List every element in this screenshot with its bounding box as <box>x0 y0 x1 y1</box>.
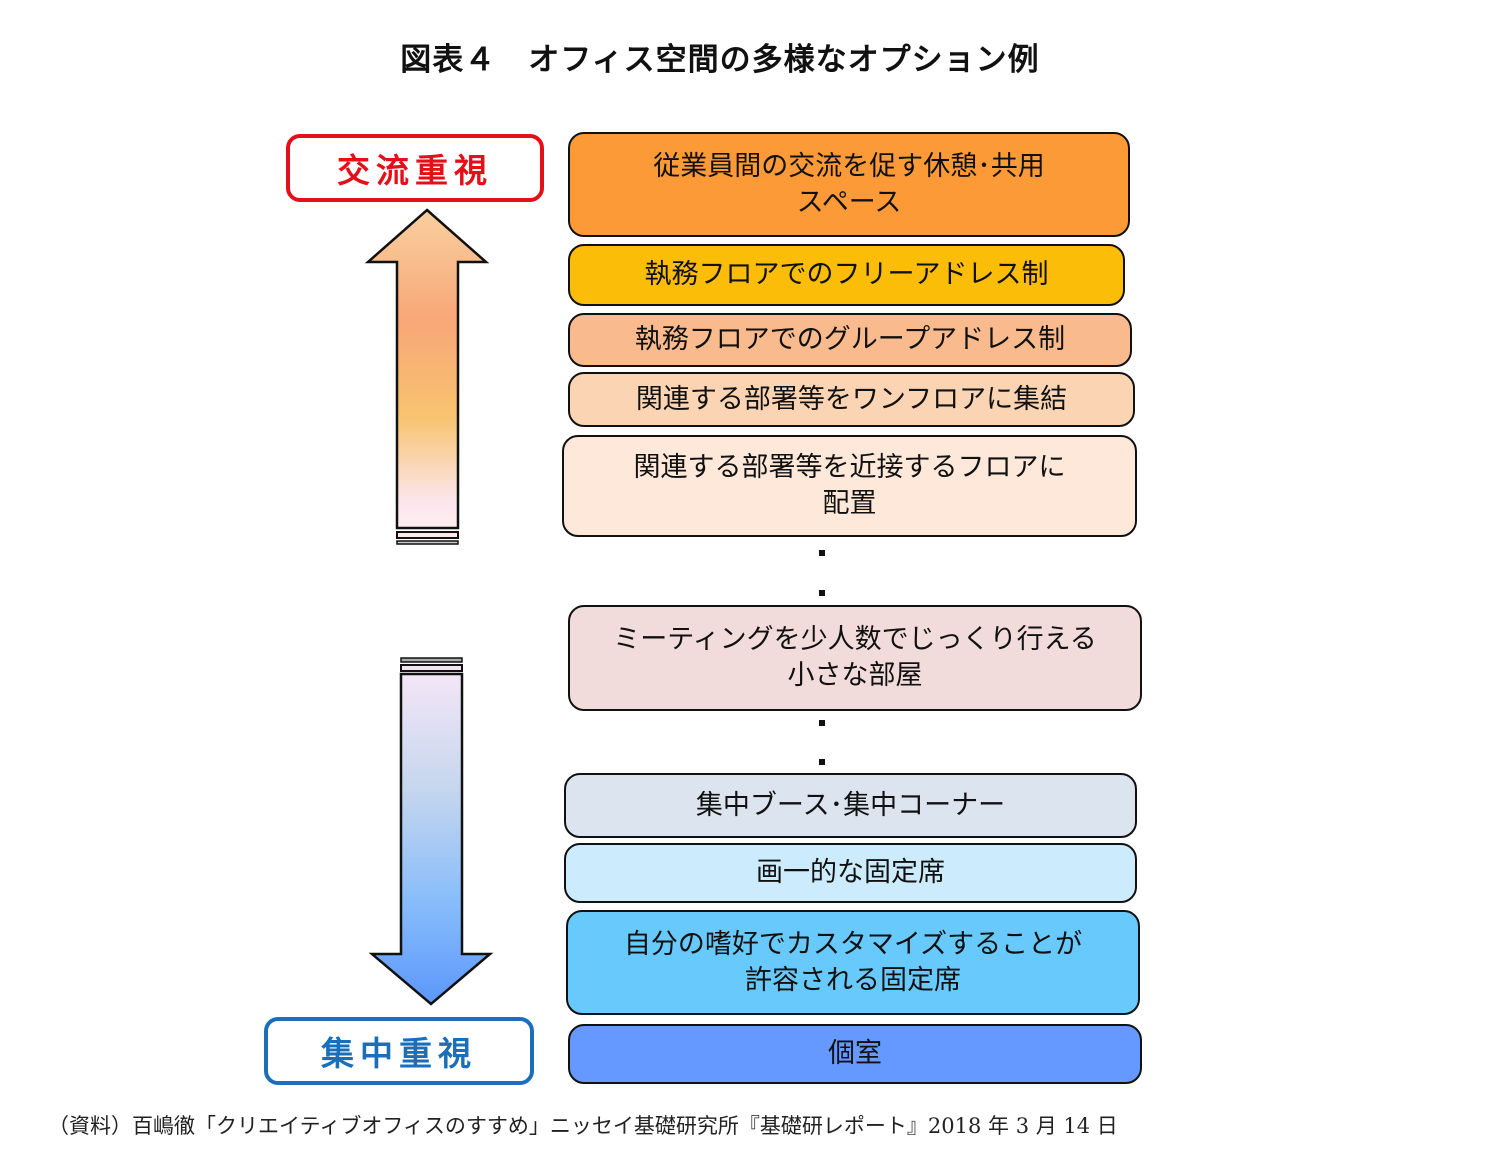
option-box-private-office: 個室 <box>568 1024 1142 1084</box>
option-text-line1: 自分の嗜好でカスタマイズすることが <box>623 928 1083 960</box>
option-text-line2: スペース <box>796 186 902 218</box>
figure-title: 図表４ オフィス空間の多様なオプション例 <box>400 42 1040 78</box>
option-box-free-address: 執務フロアでのフリーアドレス制 <box>568 244 1125 306</box>
option-box-adjacent-floors: 関連する部署等を近接するフロアに配置 <box>562 435 1137 537</box>
option-text-line1: 執務フロアでのグループアドレス制 <box>634 324 1066 355</box>
option-box-focus-booth: 集中ブース･集中コーナー <box>564 773 1137 838</box>
option-text-line2: 許容される固定席 <box>744 964 961 996</box>
option-text-line1: 従業員間の交流を促す休憩･共用 <box>653 150 1045 182</box>
option-text-line1: 画一的な固定席 <box>756 857 945 888</box>
option-text-line2: 小さな部屋 <box>787 660 923 691</box>
option-box-common-space: 従業員間の交流を促す休憩･共用スペース <box>568 132 1130 237</box>
ellipsis-dot <box>819 590 825 596</box>
option-text-line1: 関連する部署等を近接するフロアに <box>633 452 1066 483</box>
option-text-line2: 配置 <box>822 488 877 519</box>
option-box-customizable-fixed-seat: 自分の嗜好でカスタマイズすることが許容される固定席 <box>566 910 1140 1015</box>
ellipsis-dot <box>819 720 825 726</box>
up-arrow-icon <box>364 208 490 545</box>
option-box-group-address: 執務フロアでのグループアドレス制 <box>568 313 1132 367</box>
option-text-line1: 個室 <box>828 1038 882 1069</box>
ellipsis-dot <box>819 550 825 556</box>
option-text-line1: ミーティングを少人数でじっくり行える <box>613 624 1097 655</box>
option-box-one-floor: 関連する部署等をワンフロアに集結 <box>568 372 1135 427</box>
option-box-uniform-fixed-seat: 画一的な固定席 <box>564 843 1137 903</box>
option-text-line1: 執務フロアでのフリーアドレス制 <box>644 259 1049 290</box>
source-note: （資料）百嶋徹「クリエイティブオフィスのすすめ」ニッセイ基礎研究所『基礎研レポー… <box>48 1114 1118 1138</box>
concentration-focus-label: 集中重視 <box>264 1017 534 1085</box>
down-arrow-icon <box>368 657 494 1006</box>
ellipsis-dot <box>819 759 825 765</box>
option-box-small-meeting-room: ミーティングを少人数でじっくり行える小さな部屋 <box>568 605 1142 711</box>
option-text-line1: 関連する部署等をワンフロアに集結 <box>635 383 1068 415</box>
option-text-line1: 集中ブース･集中コーナー <box>695 789 1006 821</box>
interaction-focus-label: 交流重視 <box>286 134 544 202</box>
